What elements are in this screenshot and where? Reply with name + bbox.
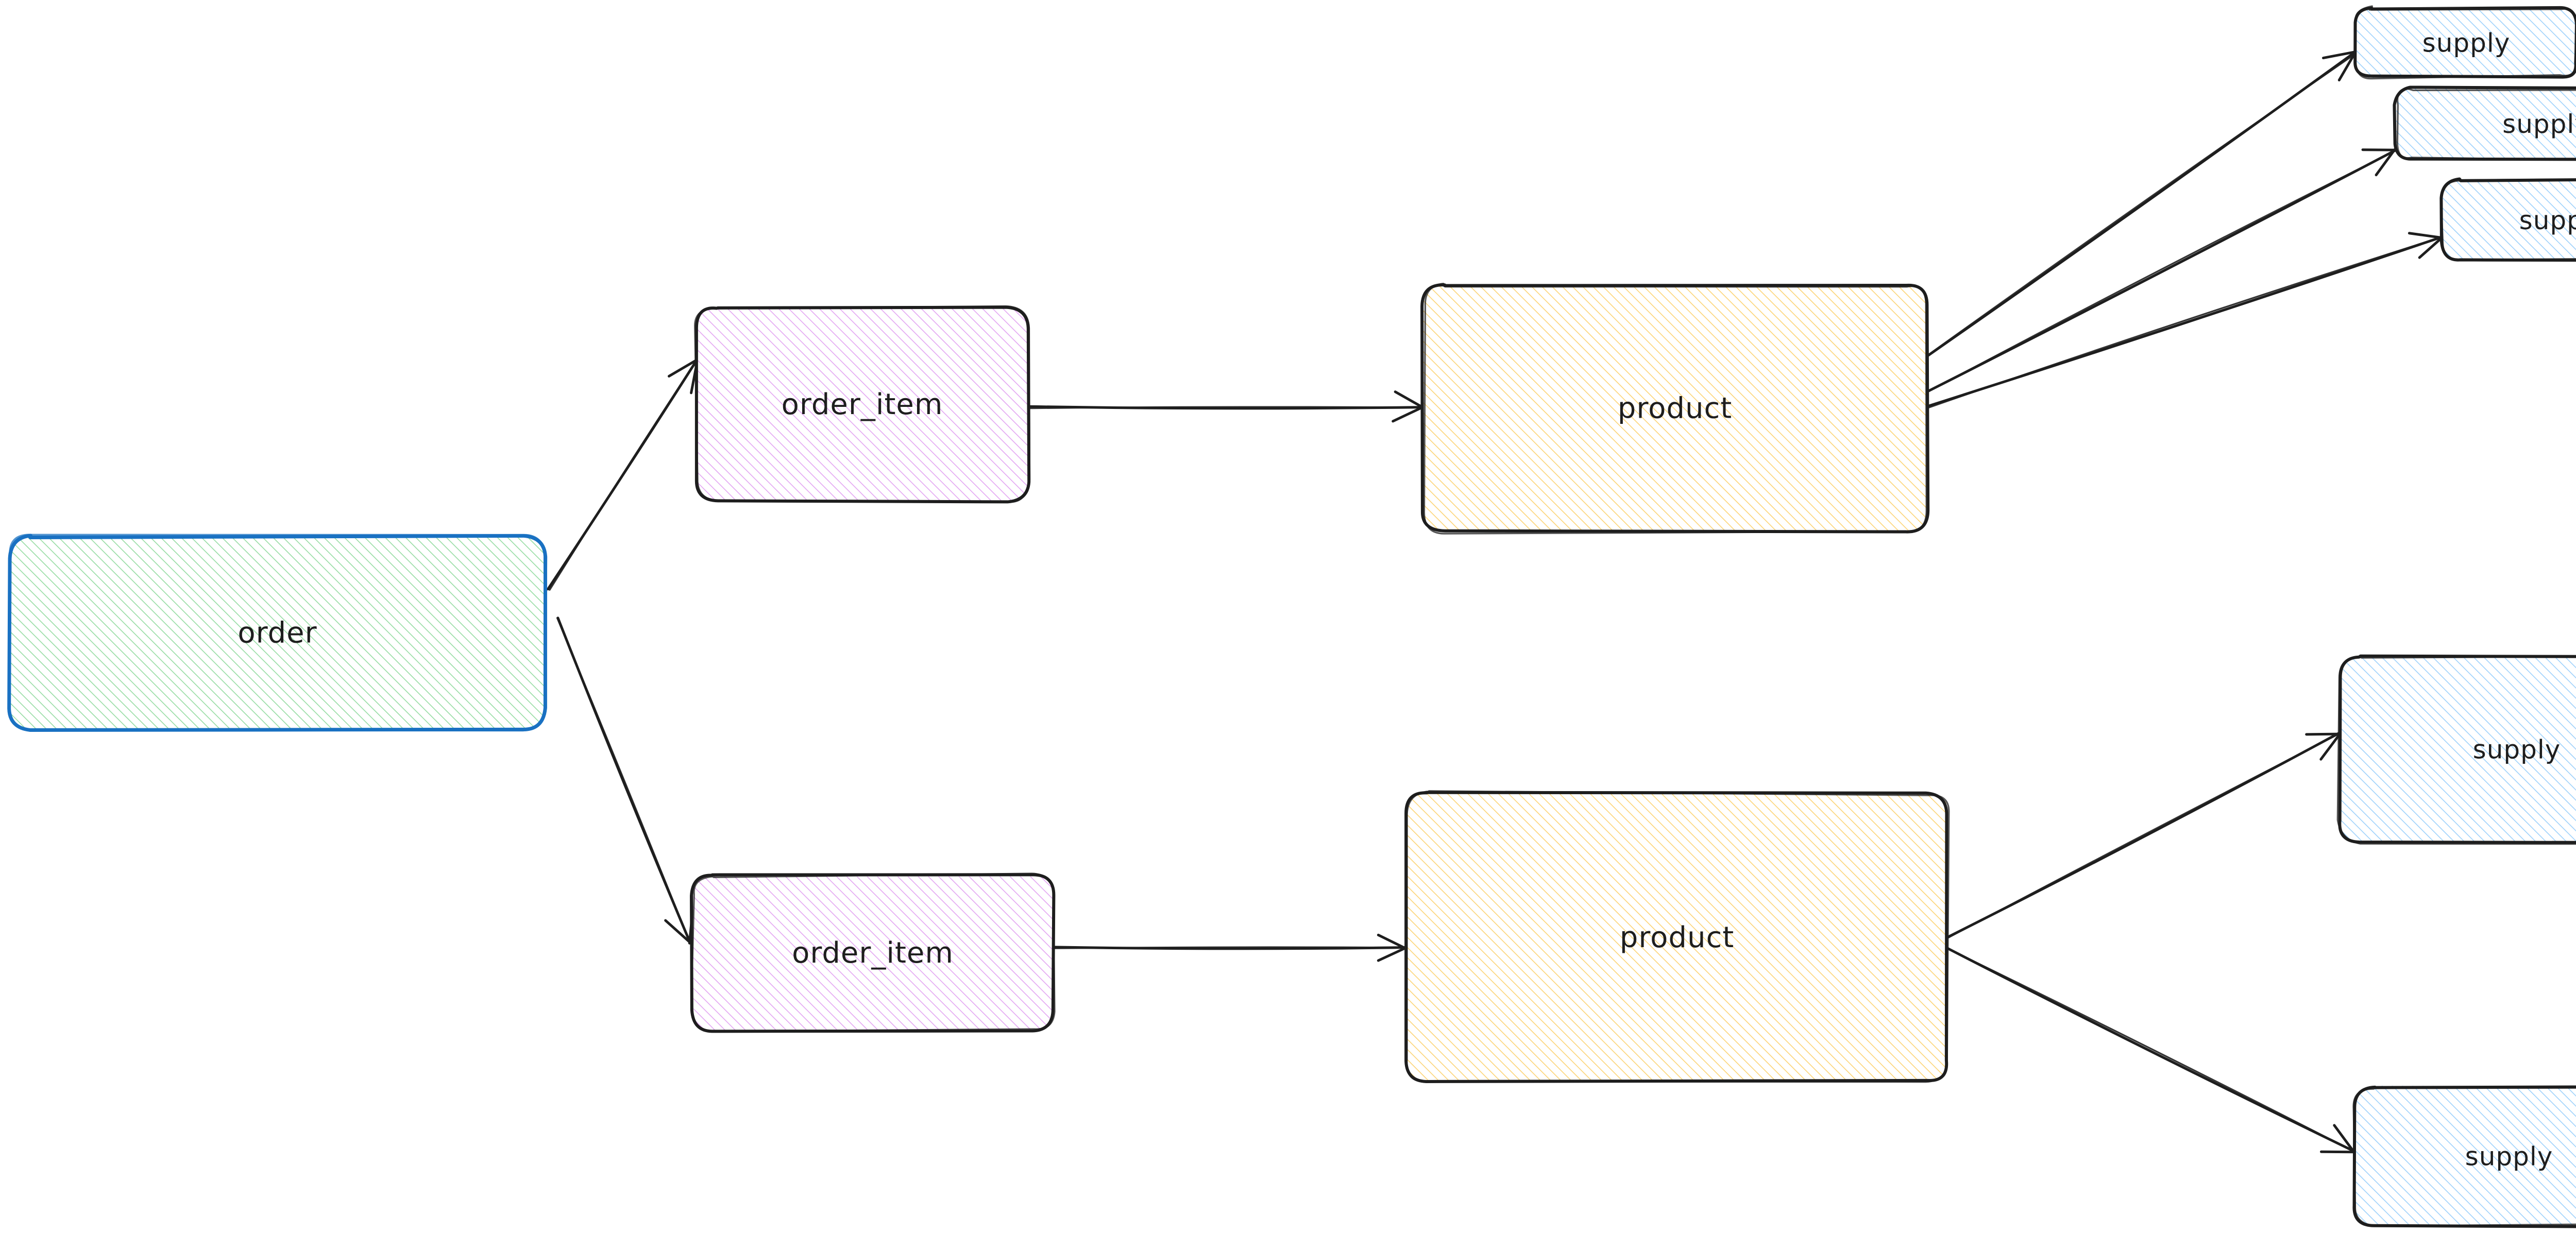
node-outline-supply_5 (2352, 1087, 2576, 1227)
node-fill-supply_1 (2354, 7, 2576, 78)
edge-line (556, 617, 691, 943)
node-outline-supply_3 (2440, 178, 2576, 261)
node-outline-supply_5 (2352, 1085, 2576, 1228)
node-outline-order (8, 534, 548, 732)
edge-arrowhead (2319, 732, 2341, 761)
edge-product_bottom-to-supply_5[interactable] (1945, 947, 2356, 1154)
edge-product_top-to-supply_2[interactable] (1926, 148, 2398, 393)
edge-line (1926, 148, 2398, 393)
node-outline-order_item_top (694, 305, 1031, 503)
edge-arrowhead (2418, 236, 2444, 259)
edge-line (1946, 947, 2355, 1153)
node-outline-supply_4 (2338, 654, 2576, 844)
edge-arrowhead (664, 919, 692, 945)
edge-line (1945, 947, 2356, 1153)
node-outline-product_bottom (1405, 790, 1950, 1083)
node-label-supply_4: supply (2473, 735, 2561, 765)
node-label-supply_3: supply (2519, 206, 2576, 235)
node-order_item_top[interactable]: order_item (694, 305, 1031, 504)
edge-line (1926, 149, 2397, 393)
edge-arrowhead (2333, 1124, 2356, 1154)
edge-arrowhead (667, 358, 699, 378)
node-order_item_bottom[interactable]: order_item (690, 872, 1056, 1033)
edge-arrowhead (1377, 946, 1407, 962)
node-label-order_item_bottom: order_item (792, 936, 954, 970)
node-outline-supply_1 (2354, 5, 2576, 80)
node-supply_5[interactable]: supply (2352, 1085, 2576, 1228)
node-label-supply_2: supply (2502, 109, 2576, 139)
node-outline-supply_4 (2336, 656, 2576, 845)
edge-order_item_bottom-to-product_bottom[interactable] (1052, 933, 1409, 962)
node-label-order_item_top: order_item (782, 388, 943, 421)
node-supply_3[interactable]: supply (2439, 177, 2576, 262)
node-label-supply_5: supply (2465, 1142, 2553, 1172)
node-label-order: order (238, 616, 317, 650)
edge-order-to-order_item_top[interactable] (547, 358, 699, 591)
edge-arrowhead (1377, 933, 1407, 950)
edges-layer (547, 50, 2444, 1154)
node-outline-product_top (1423, 283, 1927, 535)
edge-product_top-to-supply_3[interactable] (1925, 232, 2444, 409)
edge-arrowhead (1394, 390, 1425, 409)
edge-line (1947, 733, 2340, 938)
edge-line (1926, 236, 2443, 409)
node-supply_2[interactable]: supply (2393, 85, 2576, 161)
edge-line (1926, 52, 2357, 357)
node-supply_4[interactable]: supply (2336, 654, 2576, 845)
node-fill-supply_4 (2339, 657, 2576, 843)
node-outline-supply_2 (2396, 88, 2576, 161)
edge-order-to-order_item_bottom[interactable] (556, 616, 694, 945)
node-outline-order_item_bottom (690, 872, 1056, 1033)
node-label-product_top: product (1618, 392, 1732, 425)
node-label-supply_1: supply (2422, 28, 2511, 58)
node-fill-product_bottom (1405, 793, 1948, 1082)
edge-arrowhead (2337, 50, 2357, 82)
node-label-product_bottom: product (1620, 921, 1734, 954)
node-fill-supply_5 (2354, 1085, 2576, 1226)
node-fill-order (9, 536, 546, 730)
edge-line (1053, 946, 1408, 949)
node-product_bottom[interactable]: product (1404, 790, 1950, 1083)
nodes-layer: orderorder_itemorder_itemproductproducts… (7, 5, 2576, 1228)
edge-order_item_top-to-product_top[interactable] (1027, 390, 1425, 423)
edge-product_bottom-to-supply_4[interactable] (1946, 732, 2341, 938)
node-fill-supply_3 (2441, 179, 2576, 260)
node-product_top[interactable]: product (1420, 283, 1930, 535)
node-fill-order_item_top (696, 306, 1028, 503)
edge-arrowhead (2321, 50, 2357, 60)
edge-product_top-to-supply_1[interactable] (1926, 50, 2357, 357)
edge-arrowhead (1392, 406, 1424, 423)
node-fill-supply_2 (2396, 87, 2576, 160)
node-fill-order_item_bottom (693, 875, 1054, 1030)
node-fill-product_top (1422, 284, 1927, 533)
edge-line (1028, 406, 1425, 409)
edge-line (549, 359, 697, 591)
node-order[interactable]: order (7, 534, 548, 732)
edge-arrowhead (2375, 148, 2396, 177)
node-supply_1[interactable]: supply (2353, 5, 2576, 80)
edge-arrowhead (2408, 232, 2444, 239)
